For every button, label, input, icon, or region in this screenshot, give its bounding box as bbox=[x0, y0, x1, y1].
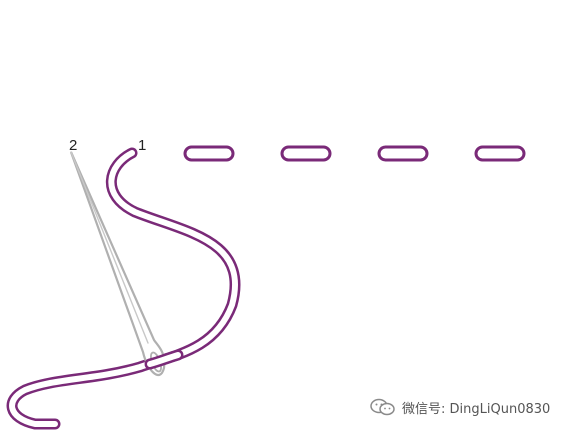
stitch-1 bbox=[183, 145, 235, 162]
stitch-4 bbox=[474, 145, 526, 162]
running-stitches bbox=[183, 145, 526, 162]
watermark-text: 微信号: DingLiQun0830 bbox=[402, 401, 551, 417]
wechat-icon bbox=[370, 398, 396, 416]
needle bbox=[69, 151, 166, 376]
watermark: 微信号: DingLiQun0830 bbox=[370, 397, 550, 417]
label-point-2: 2 bbox=[69, 137, 78, 154]
thread bbox=[6, 147, 241, 430]
stitch-3 bbox=[377, 145, 429, 162]
stitch-2 bbox=[280, 145, 332, 162]
label-point-1: 1 bbox=[138, 137, 147, 154]
